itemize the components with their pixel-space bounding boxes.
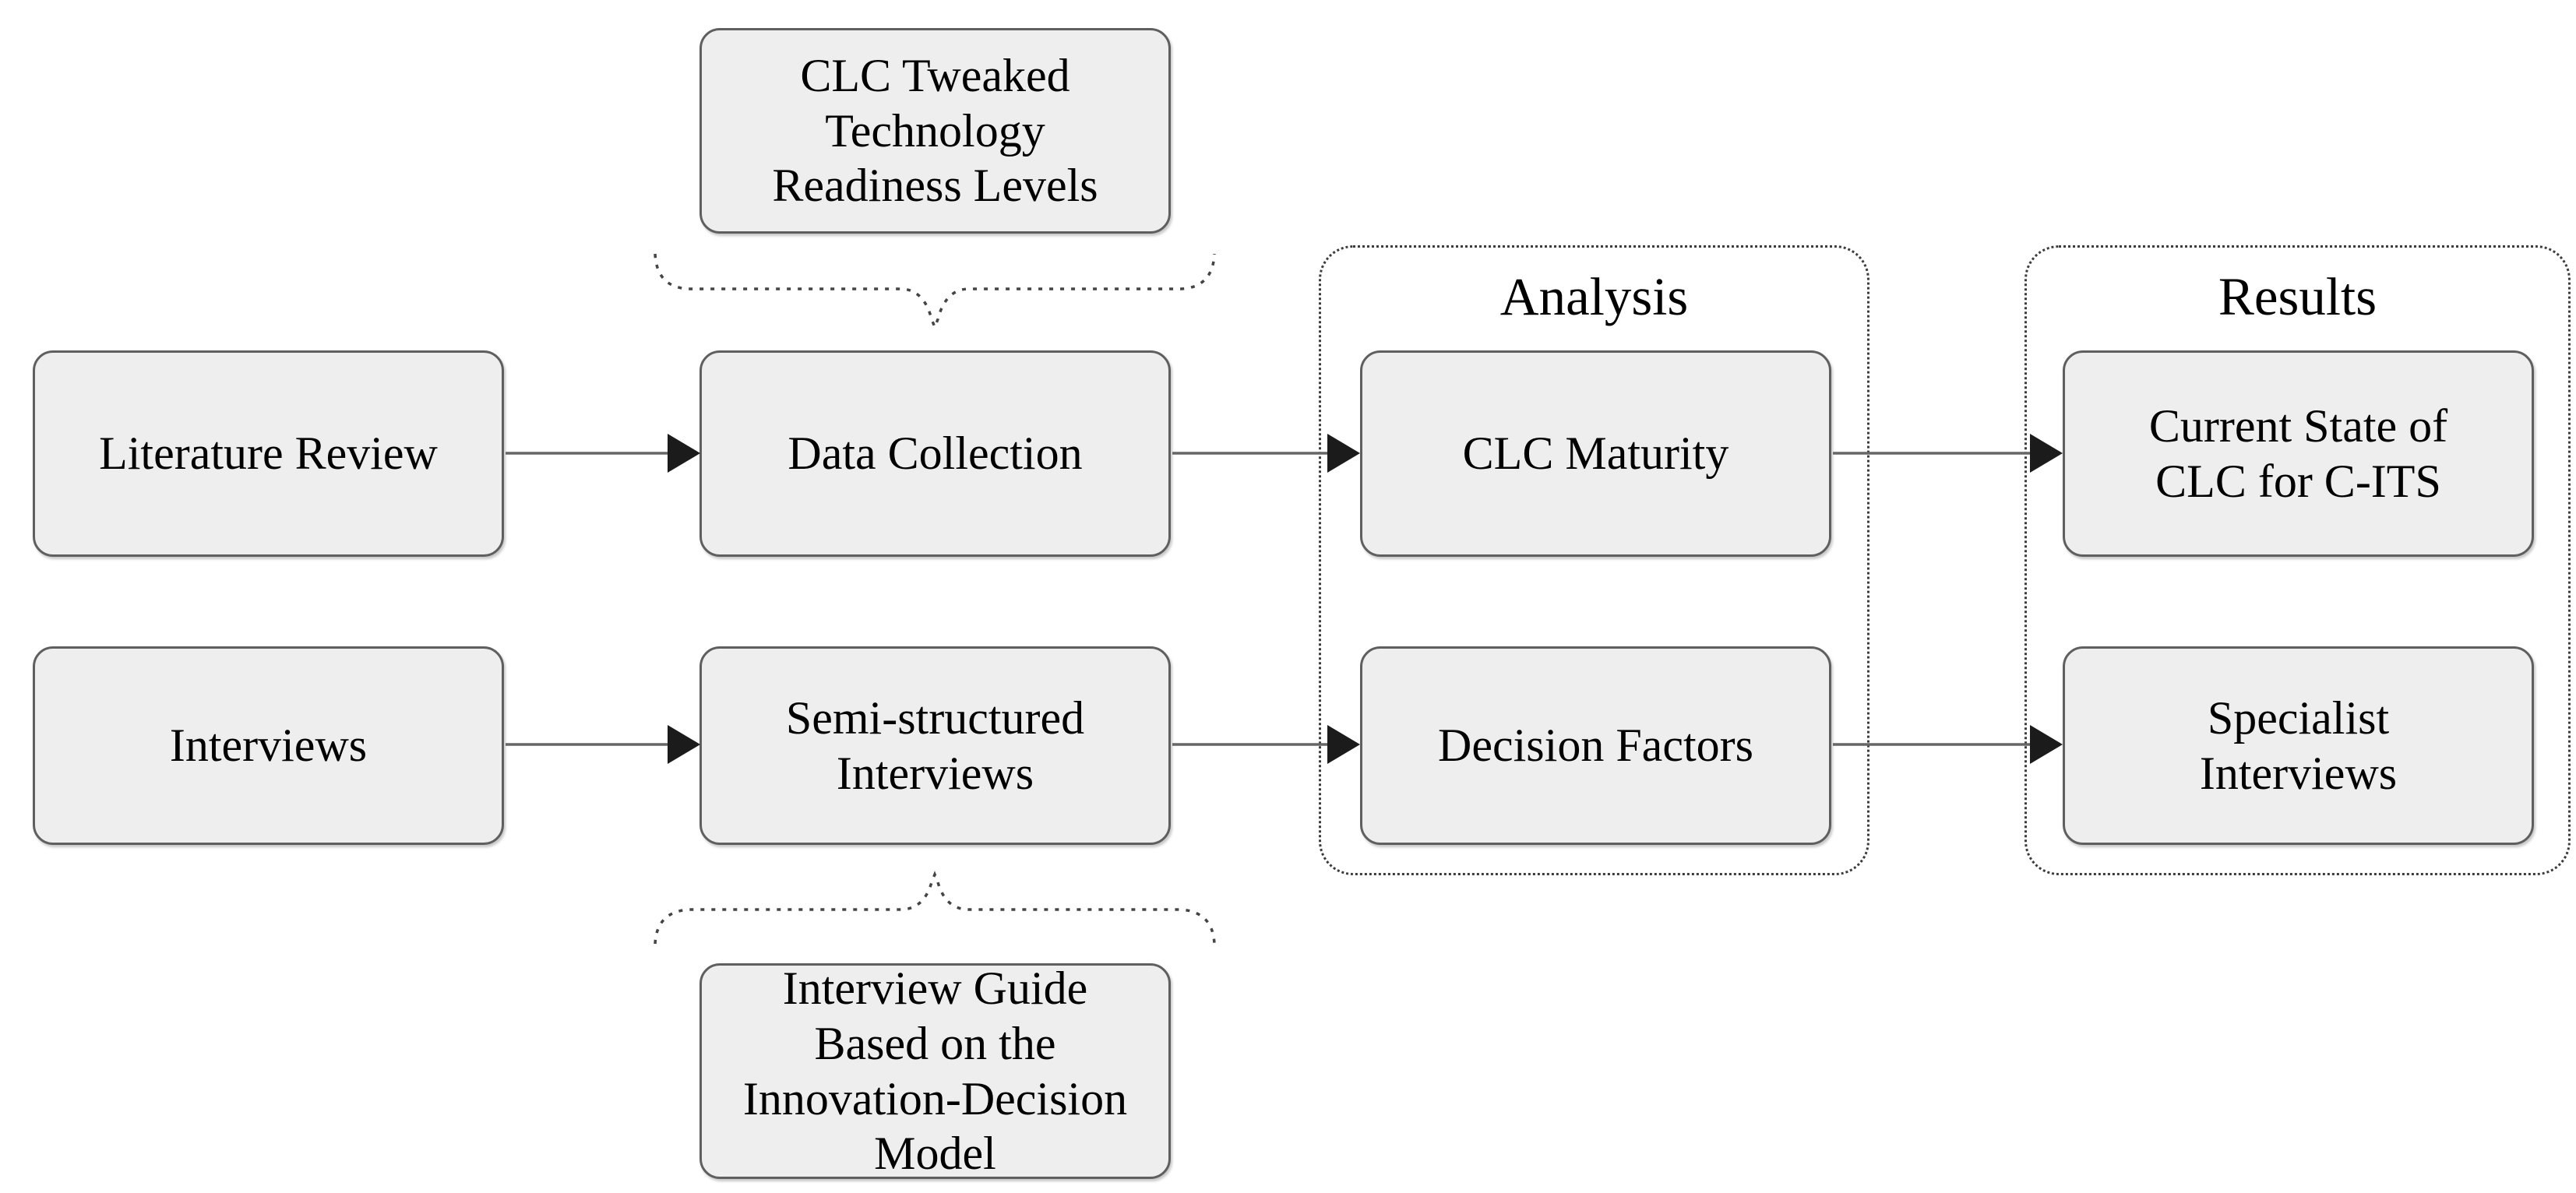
flow-node-decision-factors: Decision Factors [1360, 646, 1831, 845]
group-analysis-title: Analysis [1499, 267, 1689, 326]
flow-node-literature-review: Literature Review [33, 350, 504, 557]
group-results: Results [2025, 245, 2571, 875]
group-analysis: Analysis [1319, 245, 1869, 875]
arrow-interviews-to-semi-structured [506, 725, 700, 764]
note-interview-guide: Interview Guide Based on the Innovation-… [700, 962, 1171, 1179]
flow-node-data-collection: Data Collection [700, 350, 1171, 557]
flow-node-interviews: Interviews [33, 646, 504, 845]
note-clc-tweaked-trl: CLC Tweaked Technology Readiness Levels [700, 28, 1171, 234]
arrow-literature-to-data-collection [506, 434, 700, 473]
flow-node-current-state-of-clc: Current State of CLC for C-ITS [2063, 350, 2534, 557]
brace-bottom-note-to-semi-structured [654, 871, 1216, 945]
flow-node-specialist-interviews: Specialist Interviews [2063, 646, 2534, 845]
group-results-title: Results [2218, 267, 2377, 326]
brace-top-note-to-data-collection [654, 253, 1216, 331]
flow-node-semi-structured-interviews: Semi-structured Interviews [700, 646, 1171, 845]
flow-node-clc-maturity: CLC Maturity [1360, 350, 1831, 557]
